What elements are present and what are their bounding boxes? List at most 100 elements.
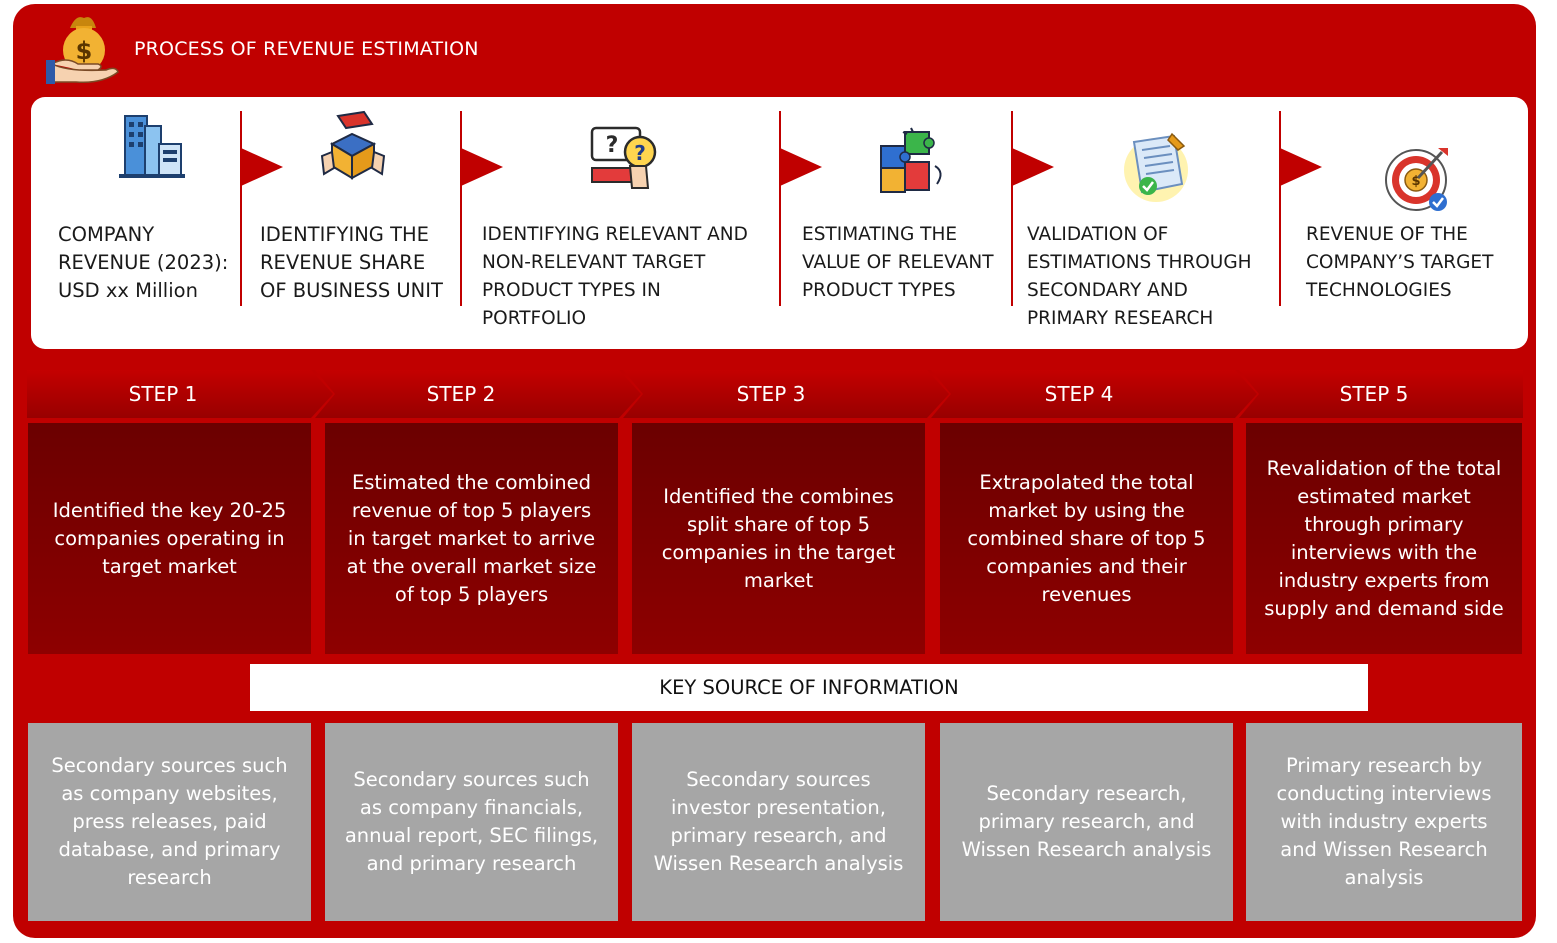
step-text-line: Estimated the combined	[351, 470, 592, 494]
stage-text-line: COMPANY’S TARGET	[1306, 252, 1494, 273]
step-5-description: Revalidation of the total estimated mark…	[1246, 423, 1522, 654]
source-4-text: Secondary research, primary research, an…	[962, 780, 1212, 864]
svg-text:?: ?	[634, 141, 646, 165]
source-5-text: Primary research by conducting interview…	[1277, 752, 1492, 892]
step-5-chevron	[1239, 370, 1523, 418]
step-text-line: combined share of top 5	[967, 526, 1206, 550]
step-1-text: Identified the key 20-25 companies opera…	[53, 497, 287, 581]
puzzle-pieces-icon	[880, 127, 942, 193]
question-magnifier-icon: ? ?	[590, 126, 657, 189]
stage-text-line: REVENUE (2023):	[58, 251, 229, 274]
source-text-line: Secondary sources such	[353, 768, 590, 791]
stage-text-line: OF BUSINESS UNIT	[260, 279, 443, 302]
stage-2-text: IDENTIFYING THE REVENUE SHARE OF BUSINES…	[260, 221, 458, 305]
approved-document-icon	[1124, 132, 1188, 202]
source-text-line: Primary research by	[1285, 754, 1483, 777]
source-text-line: and Wissen Research	[1280, 838, 1488, 861]
stage-3-text: IDENTIFYING RELEVANT AND NON-RELEVANT TA…	[482, 221, 778, 333]
stage-text-line: PRODUCT TYPES IN	[482, 280, 661, 301]
stage-divider	[779, 111, 781, 306]
step-text-line: companies in the target	[661, 540, 896, 564]
stage-5-text: VALIDATION OF ESTIMATIONS THROUGH SECOND…	[1027, 221, 1277, 333]
step-1-chevron	[27, 370, 333, 418]
stage-6-text: REVENUE OF THE COMPANY’S TARGET TECHNOLO…	[1306, 221, 1524, 305]
step-text-line: market by using the	[988, 498, 1185, 522]
step-4-text: Extrapolated the total market by using t…	[967, 469, 1205, 609]
step-1-description: Identified the key 20-25 companies opera…	[28, 423, 311, 654]
stage-text-line: VALIDATION OF	[1027, 224, 1169, 245]
dollar-target-icon: $	[1385, 148, 1448, 211]
step-text-line: companies operating in	[54, 526, 285, 550]
step-3-label: STEP 3	[736, 382, 806, 406]
step-text-line: revenues	[1041, 582, 1132, 606]
source-text-line: investor presentation,	[671, 796, 886, 819]
step-2-description: Estimated the combined revenue of top 5 …	[325, 423, 618, 654]
step-2-chevron	[315, 370, 641, 418]
stage-divider	[240, 111, 242, 306]
step-text-line: of top 5 players	[394, 582, 549, 606]
source-text-line: Secondary sources such	[51, 754, 288, 777]
stage-1-text: COMPANY REVENUE (2023): USD xx Million	[58, 221, 238, 305]
flow-arrow-icon	[780, 148, 822, 186]
source-text-line: as company financials,	[359, 796, 584, 819]
source-text-line: Wissen Research analysis	[653, 852, 904, 875]
step-text-line: companies and their	[986, 554, 1187, 578]
step-1-label: STEP 1	[128, 382, 198, 406]
stage-text-line: VALUE OF RELEVANT	[802, 252, 994, 273]
source-1-text: Secondary sources such as company websit…	[51, 752, 287, 892]
stage-text-line: TECHNOLOGIES	[1306, 280, 1452, 301]
stage-text-line: SECONDARY AND	[1027, 280, 1188, 301]
stage-4-text: ESTIMATING THE VALUE OF RELEVANT PRODUCT…	[802, 221, 1010, 305]
step-2-text: Estimated the combined revenue of top 5 …	[347, 469, 597, 609]
source-text-line: press releases, paid	[72, 810, 267, 833]
svg-text:?: ?	[606, 133, 619, 158]
step-text-line: at the overall market size	[346, 554, 597, 578]
source-text-line: Secondary research,	[986, 782, 1187, 805]
step-2-label: STEP 2	[426, 382, 496, 406]
source-text-line: research	[127, 866, 212, 889]
source-text-line: primary research, and	[670, 824, 887, 847]
stage-text-line: COMPANY	[58, 223, 155, 246]
stage-text-line: USD xx Million	[58, 279, 198, 302]
source-text-line: Secondary sources	[686, 768, 871, 791]
source-text-line: and primary research	[366, 852, 577, 875]
stage-divider	[460, 111, 462, 306]
step-text-line: interviews with the	[1290, 540, 1478, 564]
stage-text-line: REVENUE SHARE	[260, 251, 426, 274]
source-3-text: Secondary sources investor presentation,…	[654, 766, 904, 878]
stage-text-line: NON-RELEVANT TARGET	[482, 252, 706, 273]
step-4-label: STEP 4	[1044, 382, 1114, 406]
step-3-text: Identified the combines split share of t…	[662, 483, 896, 595]
step-5-label: STEP 5	[1339, 382, 1409, 406]
source-text-line: Wissen Research analysis	[961, 838, 1212, 861]
step-text-line: in target market to arrive	[347, 526, 596, 550]
money-bag-in-hand-icon: $	[46, 17, 119, 84]
source-4-box: Secondary research, primary research, an…	[940, 723, 1233, 921]
stage-text-line: ESTIMATING THE	[802, 224, 958, 245]
source-3-box: Secondary sources investor presentation,…	[632, 723, 925, 921]
step-4-chevron	[931, 370, 1257, 418]
source-text-line: conducting interviews	[1276, 782, 1492, 805]
stage-text-line: PORTFOLIO	[482, 308, 587, 329]
flow-arrow-icon	[1280, 148, 1322, 186]
svg-text:$: $	[1411, 174, 1420, 189]
step-chevron-bands	[27, 370, 1523, 418]
source-1-box: Secondary sources such as company websit…	[28, 723, 311, 921]
step-4-description: Extrapolated the total market by using t…	[940, 423, 1233, 654]
step-text-line: Extrapolated the total	[979, 470, 1194, 494]
diagram-title: PROCESS OF REVENUE ESTIMATION	[134, 38, 479, 60]
source-2-text: Secondary sources such as company financ…	[345, 766, 598, 878]
step-text-line: supply and demand side	[1264, 596, 1504, 620]
step-text-line: split share of top 5	[686, 512, 870, 536]
step-text-line: revenue of top 5 players	[351, 498, 592, 522]
step-5-text: Revalidation of the total estimated mark…	[1264, 455, 1504, 623]
svg-text:$: $	[76, 37, 93, 65]
step-text-line: market	[743, 568, 814, 592]
source-text-line: database, and primary	[58, 838, 281, 861]
stage-text-line: REVENUE OF THE	[1306, 224, 1468, 245]
step-3-chevron	[623, 370, 949, 418]
stage-text-line: ESTIMATIONS THROUGH	[1027, 252, 1252, 273]
step-text-line: estimated market	[1297, 484, 1471, 508]
stage-divider	[1011, 111, 1013, 306]
step-text-line: Identified the combines	[663, 484, 894, 508]
